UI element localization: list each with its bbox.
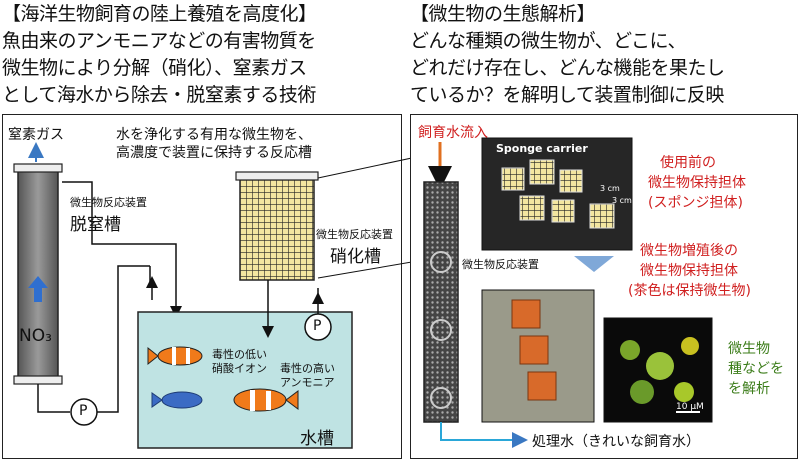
after-line2: 微生物保持担体 [640,263,738,279]
analysis-line2: 種などを [728,361,784,377]
inflow-label: 飼育水流入 [418,125,488,141]
analysis-line1: 微生物 [728,341,770,357]
reactor-label: 微生物反応装置 [462,258,539,271]
before-line1: 使用前の [660,155,716,171]
scale-3cm-a: 3 cm [600,184,620,193]
right-header-line1: 【微生物の生態解析】 [410,3,596,25]
pump-left-symbol: P [79,403,88,419]
outflow-label: 処理水（きれいな飼育水） [532,434,700,450]
nitrification-small-label: 微生物反応装置 [316,228,393,241]
no3-label: NO₃ [19,326,52,346]
left-header-line1: 【海洋生物飼育の陸上養殖を高度化】 [2,3,317,25]
denitrification-label: 脱窒槽 [70,215,121,235]
left-header-line4: として海水から除去・脱窒素する技術 [2,84,316,106]
right-header-line3: どれだけ存在し、どんな機能を果たし [410,57,725,79]
before-line2: 微生物保持担体 [648,175,746,191]
right-header-line4: ているか？を解明して装置制御に反映 [410,84,724,106]
pump-right-symbol: P [313,318,322,334]
left-header-line2: 魚由来のアンモニアなどの有害物質を [2,30,316,52]
before-line3: (スポンジ担体) [648,195,743,211]
nitrification-reactor [239,175,315,281]
sponge-carrier-photo [481,137,633,251]
blue-fish [151,391,203,409]
analysis-line3: を解析 [728,381,770,397]
scale-3cm-b: 3 cm [612,196,632,205]
clownfish-2 [233,388,299,412]
ammonia-line2: アンモニア [280,376,335,389]
nitrate-line2: 硝酸イオン [212,362,267,375]
nitrate-line1: 毒性の低い [212,348,267,361]
callout-line1: 水を浄化する有用な微生物を、 [116,127,312,143]
state-arrow [574,256,614,272]
left-header-line3: 微生物により分解（硝化）、窒素ガス [2,57,307,79]
after-line1: 微生物増殖後の [640,243,738,259]
scale-um: 10 μM [676,402,704,412]
nitrogen-gas-label: 窒素ガス [8,127,64,143]
denitrification-small-label: 微生物反応装置 [70,196,147,209]
tank-label: 水槽 [300,429,334,449]
ammonia-line1: 毒性の高い [280,362,335,375]
pump-right [304,313,332,341]
callout-line2: 高濃度で装置に保持する反応槽 [116,145,312,161]
nitrification-label: 硝化槽 [330,247,381,267]
reactor-column [423,181,459,423]
photo-caption: Sponge carrier [496,142,588,155]
after-line3: (茶色は保持微生物) [628,283,751,299]
upflow-arrow [28,276,48,302]
right-header-line2: どんな種類の微生物が、どこに、 [410,30,686,52]
clownfish-1 [147,346,203,366]
